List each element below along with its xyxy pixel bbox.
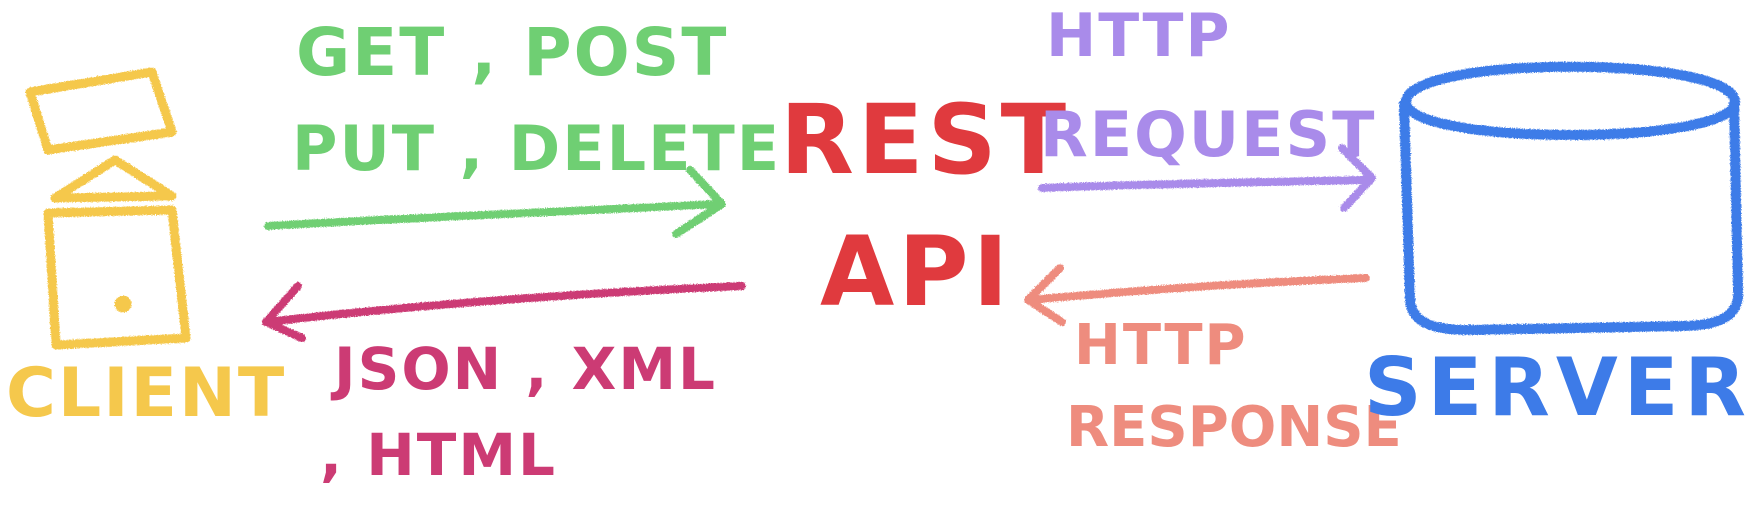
client-label: CLIENT: [6, 354, 287, 433]
http-response-line1: HTTP: [1074, 313, 1248, 378]
http-request-line1: HTTP: [1046, 1, 1232, 71]
request-methods-line1: GET , POST: [296, 14, 729, 91]
http-response-arrow: [1024, 264, 1370, 326]
http-request-arrow: [1038, 144, 1376, 212]
request-methods-line2: PUT , DELETE: [292, 112, 782, 185]
http-request-line2: REQUEST: [1040, 98, 1377, 171]
api-title-line1: REST: [780, 84, 1071, 196]
request-arrow: [264, 166, 726, 238]
response-arrow: [262, 282, 746, 342]
api-title-line2: API: [820, 216, 1013, 328]
response-formats-line1: JSON , XML: [334, 335, 718, 403]
http-response-line2: RESPONSE: [1066, 395, 1402, 460]
server-label: SERVER: [1364, 341, 1753, 434]
database-icon: [1399, 61, 1744, 335]
computer-icon: [25, 67, 191, 350]
response-formats-line2: , HTML: [320, 421, 558, 489]
